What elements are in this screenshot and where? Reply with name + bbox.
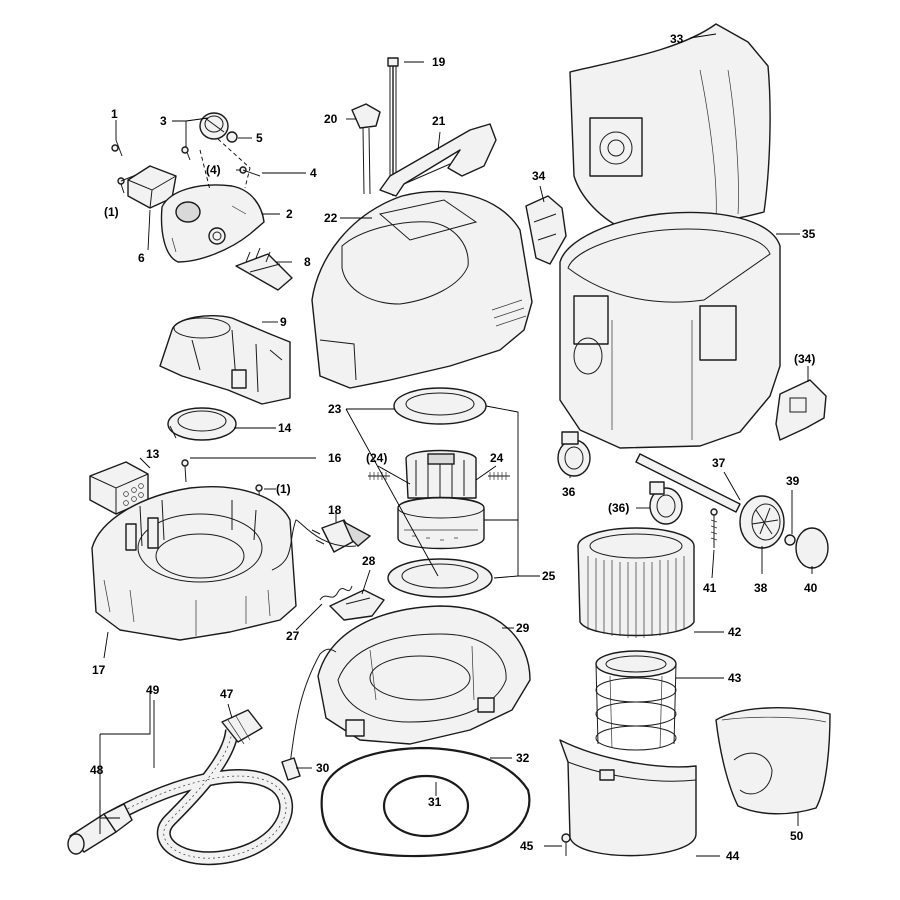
label-4-left: (4) [206,163,221,177]
bolt-part-20 [351,103,381,195]
label-38: 38 [754,581,768,595]
hose-nozzle-part-48 [67,803,133,855]
clip-part-34-right [775,379,827,441]
label-31: 31 [428,795,442,809]
label-21: 21 [432,114,446,128]
filter-bag-part-33 [569,23,771,233]
label-43: 43 [728,671,742,685]
filter-block-part-13 [89,461,149,515]
screw-part-3 [181,146,191,161]
filter-cage-part-43 [595,650,677,751]
axle-part-37 [635,453,741,513]
label-20: 20 [324,112,338,126]
carbon-brush-part-24-left [368,472,390,480]
label-8: 8 [304,255,311,269]
suction-hose-part-49 [106,728,293,866]
label-14: 14 [278,421,292,435]
seal-ring-part-23-bottom [387,558,493,598]
label-37: 37 [712,456,726,470]
label-48: 48 [90,763,104,777]
label-50: 50 [790,829,804,843]
label-35: 35 [802,227,816,241]
handle-part-21 [379,123,497,197]
castor-part-36-right [649,481,683,525]
label-39: 39 [786,474,800,488]
label-5: 5 [256,131,263,145]
container-part-35 [559,211,781,449]
label-23: 23 [328,402,342,416]
motor-part-25 [397,449,485,550]
label-42: 42 [728,625,742,639]
label-34: 34 [532,169,546,183]
label-36-right: (36) [608,501,629,515]
label-6: 6 [138,251,145,265]
gasket-part-32 [320,746,531,858]
switch-box-part-6 [127,165,177,209]
label-30: 30 [316,761,330,775]
label-47: 47 [220,687,234,701]
screw-part-16 [181,459,189,483]
label-36: 36 [562,485,576,499]
label-49: 49 [146,683,160,697]
label-28: 28 [362,554,376,568]
ring-part-39 [784,534,796,546]
seal-ring-part-31 [382,774,470,838]
spring-part-27 [319,585,353,601]
motor-bracket-part-9 [159,315,291,405]
screw-part-41 [710,508,718,548]
label-1-lower: (1) [276,482,291,496]
label-32: 32 [516,751,530,765]
power-plug-part-18 [271,519,372,571]
seal-ring-part-23-top [393,387,487,425]
label-41: 41 [703,581,717,595]
dust-bag-part-50 [715,707,831,815]
label-2: 2 [286,207,293,221]
switch-strip-part-8 [235,247,293,291]
leader-lines [99,33,813,857]
connector-part-30 [281,757,301,781]
castor-part-36 [557,431,591,477]
label-45: 45 [520,839,534,853]
label-4: 4 [310,166,317,180]
screw-part-45 [561,833,571,856]
dirt-container-part-44 [559,739,697,857]
screw-part-1 [111,139,123,157]
label-19: 19 [432,55,446,69]
latch-part-28 [329,589,385,621]
label-29: 29 [516,621,530,635]
cable-part-30 [289,648,337,765]
label-17: 17 [92,663,106,677]
label-3: 3 [160,114,167,128]
label-1-left: (1) [104,205,119,219]
control-panel-part-2 [160,184,265,263]
clip-part-34 [525,195,567,265]
label-16: 16 [328,451,342,465]
seal-ring-part-14 [167,407,237,441]
label-33: 33 [670,32,684,46]
wheel-part-38 [739,495,785,549]
label-25: 25 [542,569,556,583]
carbon-brush-part-24-right [488,472,510,480]
cartridge-filter-part-42 [577,527,695,638]
container-frame-part-29 [317,605,531,745]
label-9: 9 [280,315,287,329]
label-18: 18 [328,503,342,517]
part-number-labels: 1 (1) 3 5 (4) 4 2 6 8 9 14 13 16 (1) 17 … [90,32,818,863]
lower-housing-part-17 [91,486,297,641]
label-24: 24 [490,451,504,465]
label-40: 40 [804,581,818,595]
label-34-right: (34) [794,352,815,366]
knob-part-3 [199,112,229,140]
label-24-left: (24) [366,451,387,465]
cap-part-40 [795,527,829,569]
label-13: 13 [146,447,160,461]
label-1: 1 [111,107,118,121]
label-22: 22 [324,211,338,225]
motor-hood-part-22 [311,190,533,389]
label-44: 44 [726,849,740,863]
ring-part-5 [226,131,238,143]
label-27: 27 [286,629,300,643]
